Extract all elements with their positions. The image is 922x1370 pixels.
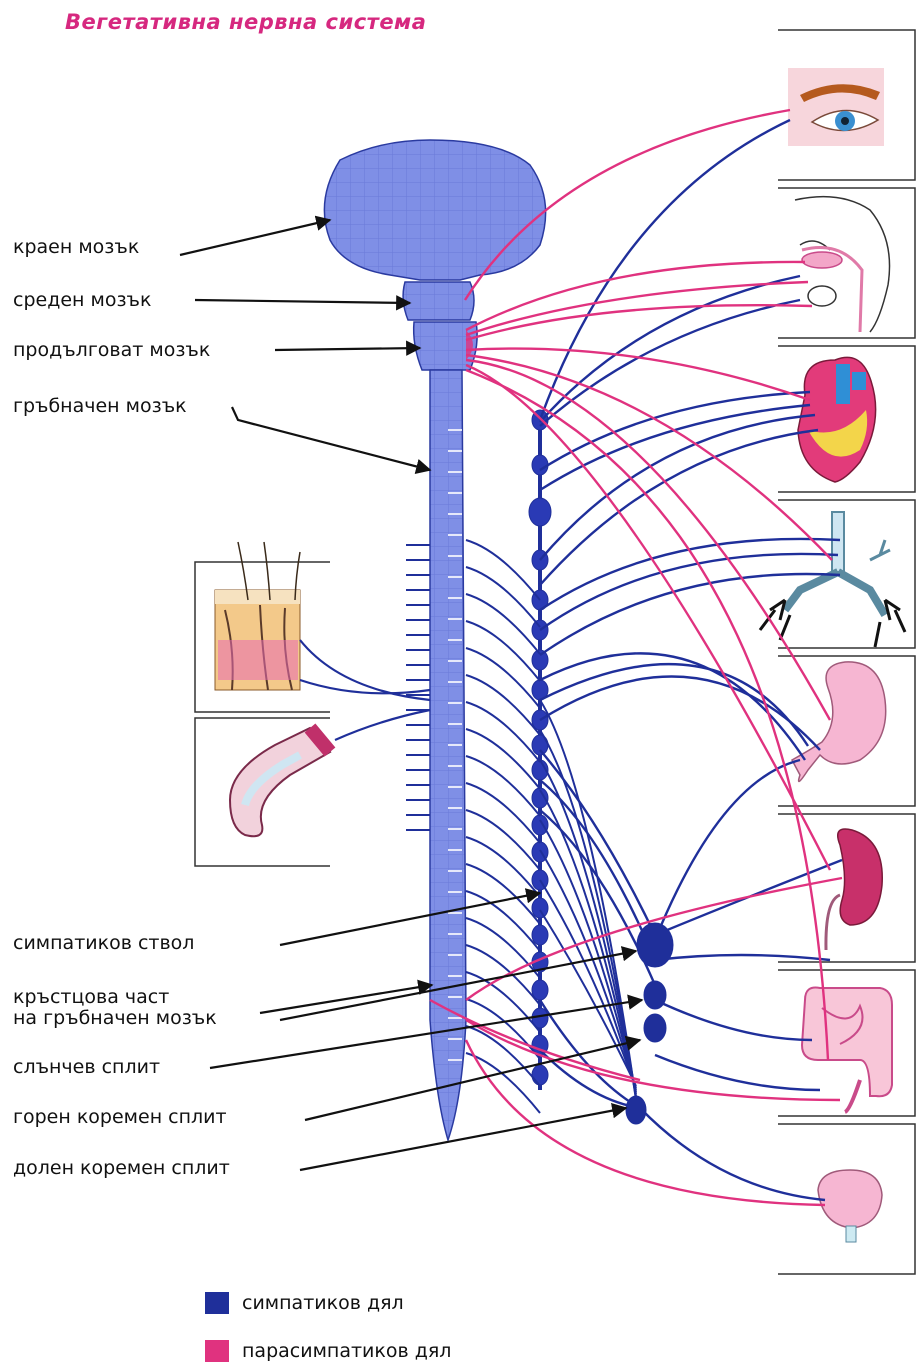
- fiber: [466, 756, 540, 816]
- fiber: [466, 540, 540, 600]
- label-sympathetic-trunk: симпатиков ствол: [13, 932, 194, 954]
- fiber: [466, 783, 540, 843]
- fiber: [466, 567, 540, 627]
- legend-label-parasympathetic: парасимпатиков дял: [242, 1340, 451, 1362]
- label-midbrain: среден мозък: [13, 289, 151, 311]
- fiber: [466, 945, 540, 1005]
- midbrain: [403, 282, 474, 320]
- legend-label-sympathetic: симпатиков дял: [242, 1292, 404, 1314]
- bladder-icon: [818, 1170, 882, 1242]
- label-sacral-line1: кръстцова част: [13, 987, 217, 1008]
- fiber: [466, 918, 540, 978]
- solar-plexus-ganglion: [637, 923, 673, 967]
- lower-abdominal-ganglion: [626, 1096, 646, 1124]
- label-upper-abdominal-plexus: горен коремен сплит: [13, 1106, 227, 1128]
- lungs-icon: [760, 512, 905, 647]
- heart-icon: [798, 357, 876, 482]
- label-cerebrum: краен мозък: [13, 236, 139, 258]
- label-sacral-line2: на гръбначен мозък: [13, 1008, 217, 1029]
- fiber: [466, 621, 540, 681]
- fiber: [466, 864, 540, 924]
- label-lower-abdominal-plexus: долен коремен сплит: [13, 1157, 230, 1179]
- spinal-nerve-roots: [406, 545, 430, 830]
- legend-swatch-parasympathetic: [205, 1340, 229, 1362]
- ganglion: [532, 898, 548, 918]
- ganglion: [532, 815, 548, 835]
- ganglion: [532, 1065, 548, 1085]
- fiber: [466, 648, 540, 708]
- upper-abdominal-ganglion: [644, 981, 666, 1009]
- ganglion: [532, 455, 548, 475]
- fiber: [466, 594, 540, 654]
- label-medulla: продълговат мозък: [13, 339, 210, 361]
- organ-frames: [778, 30, 915, 1274]
- ganglion: [529, 498, 551, 526]
- label-spinal-cord: гръбначен мозък: [13, 395, 187, 417]
- skin-icon: [215, 542, 300, 690]
- eye-icon: [788, 68, 884, 146]
- legend-swatch-sympathetic: [205, 1292, 229, 1314]
- label-solar-plexus: слънчев сплит: [13, 1056, 160, 1078]
- spinal-cord: [430, 370, 466, 1140]
- prevertebral-ganglia: [626, 923, 673, 1124]
- upper-abdominal-ganglion-2: [644, 1014, 666, 1042]
- fiber: [466, 702, 540, 762]
- fiber: [466, 675, 540, 735]
- fiber: [466, 810, 540, 870]
- head-mouth-icon: [795, 197, 890, 332]
- preganglionic-fibers: [466, 540, 636, 1113]
- ganglion: [532, 925, 548, 945]
- kidney-icon: [826, 829, 882, 950]
- fiber: [466, 837, 540, 897]
- label-sacral-part: кръстцова част на гръбначен мозък: [13, 987, 217, 1029]
- brain-cerebrum: [324, 140, 545, 280]
- fiber: [466, 729, 540, 789]
- intestine-icon: [802, 988, 892, 1113]
- blood-vessel-icon: [230, 728, 330, 836]
